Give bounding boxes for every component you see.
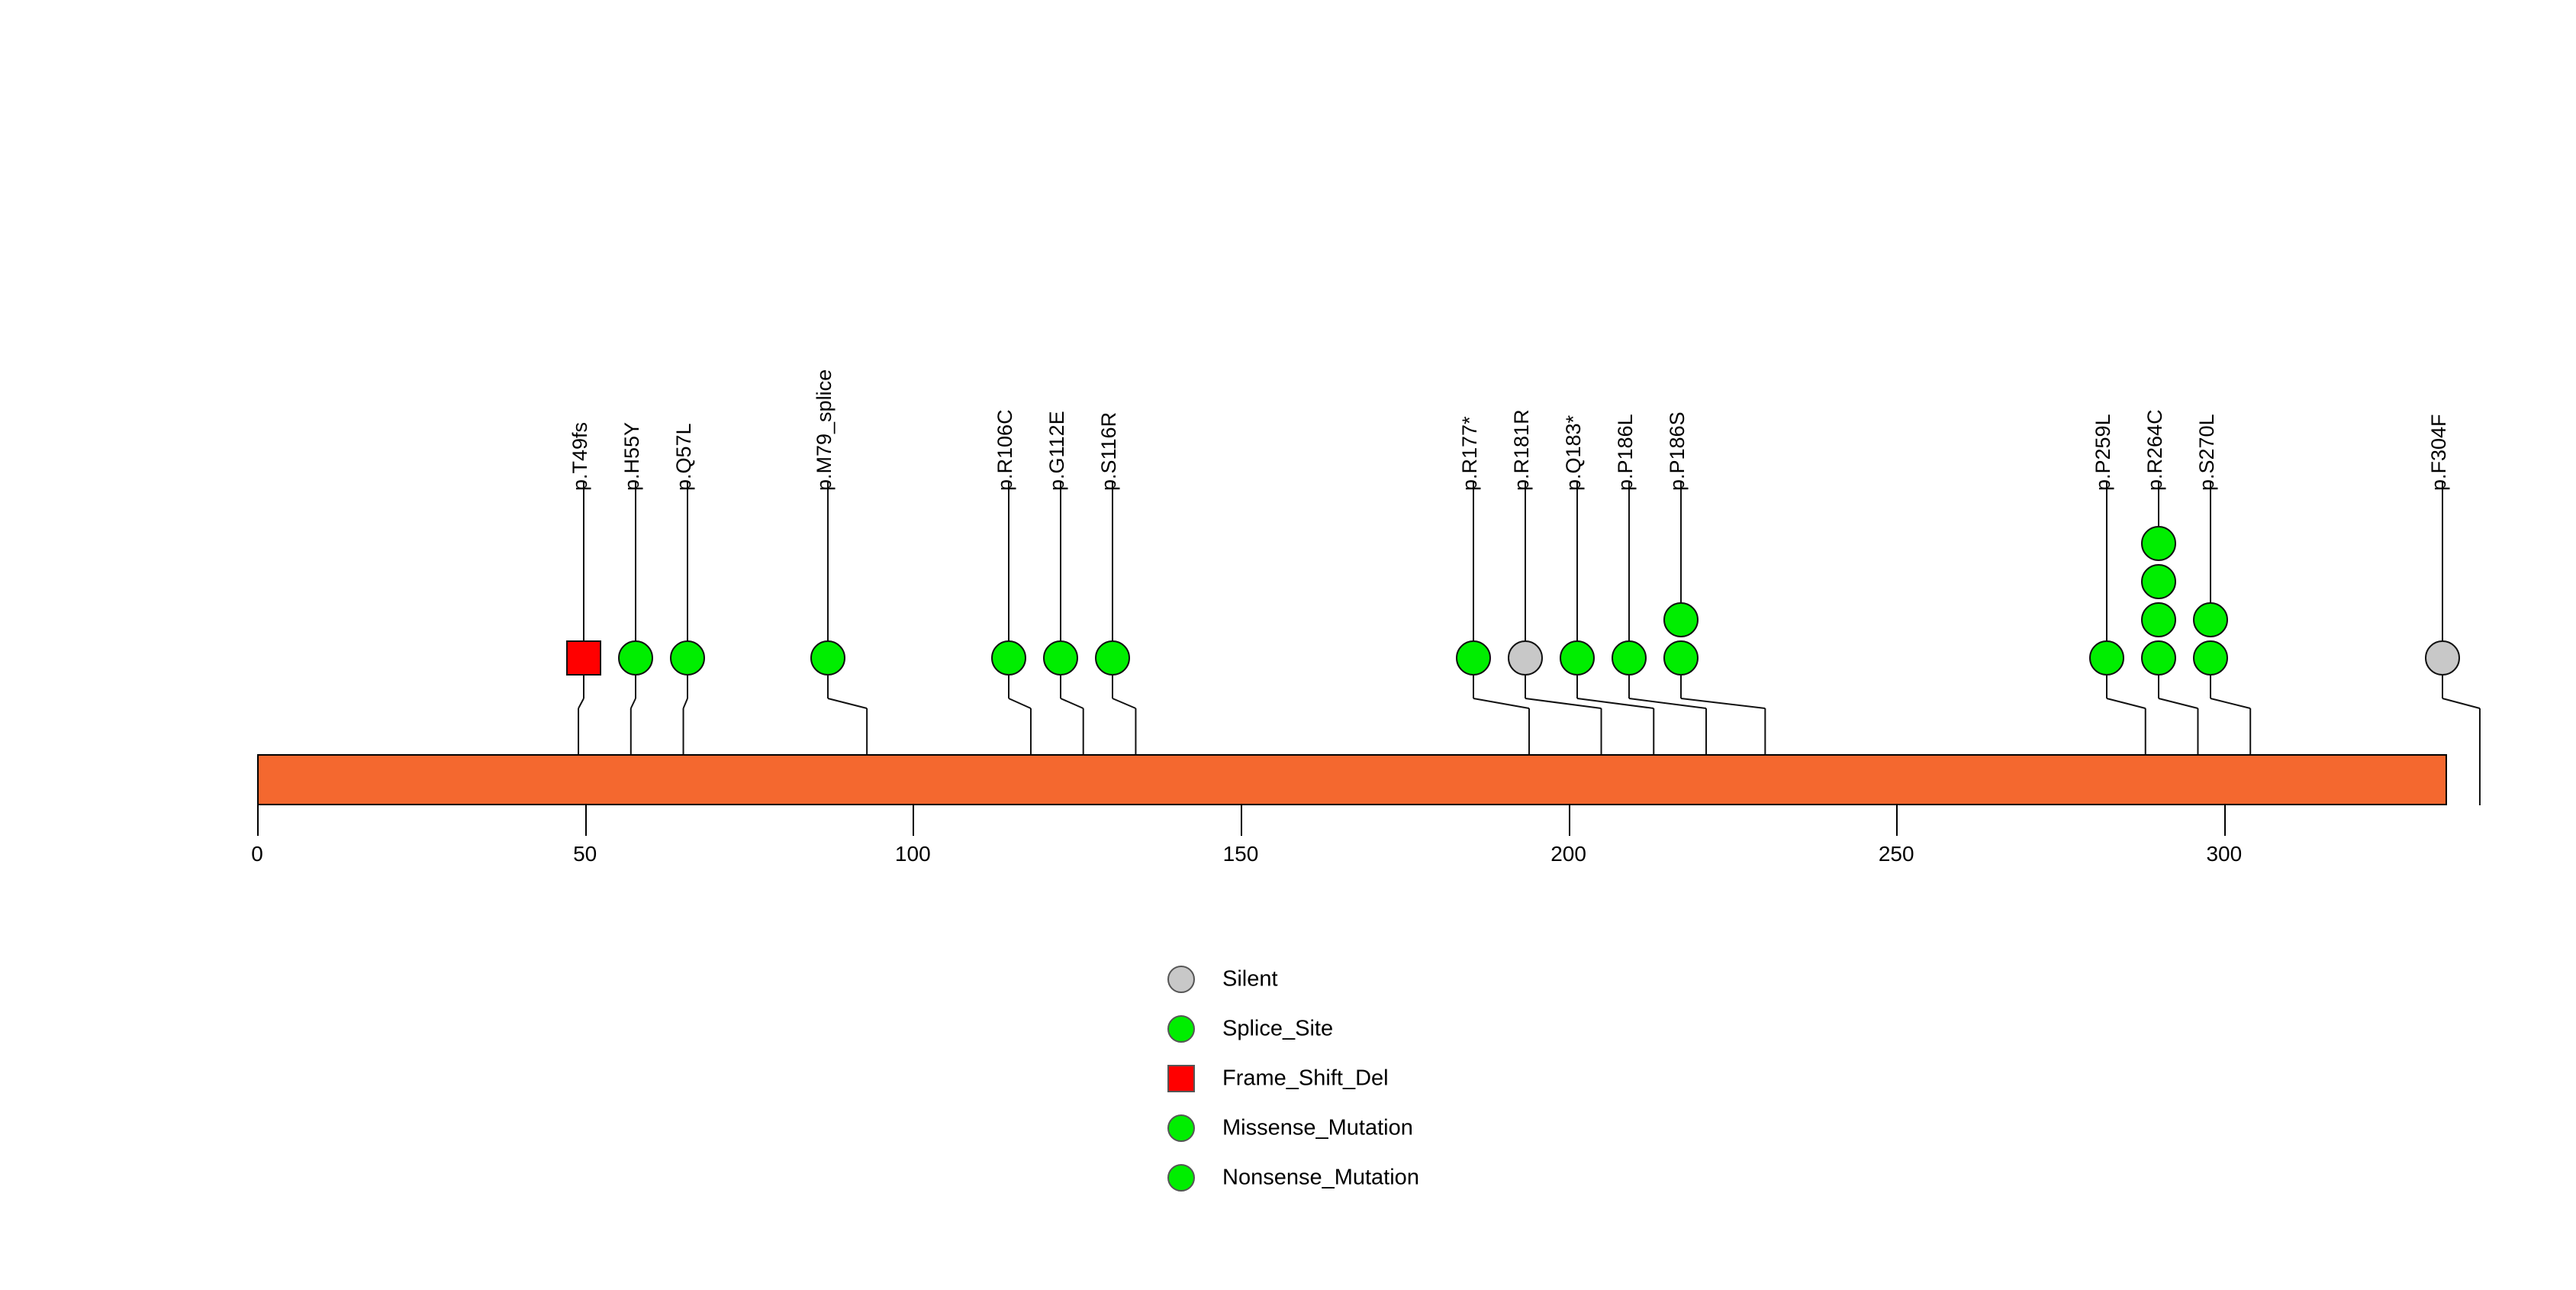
- mutation-marker[interactable]: [670, 640, 705, 676]
- mutation-marker[interactable]: [2193, 640, 2228, 676]
- axis-tick-label: 300: [2206, 842, 2243, 866]
- mutation-label: p.Q183*: [1562, 414, 1585, 491]
- legend-label: Splice_Site: [1222, 1016, 1334, 1040]
- mutation-marker[interactable]: [618, 640, 653, 676]
- axis-tick: [584, 805, 587, 836]
- mutation-label: p.H55Y: [620, 421, 643, 491]
- axis-tick-label: 250: [1878, 842, 1914, 866]
- connector-segment: [2158, 698, 2198, 709]
- axis-tick: [1568, 805, 1570, 836]
- mutation-marker[interactable]: [1043, 640, 1078, 676]
- mutation-marker[interactable]: [1095, 640, 1130, 676]
- connector-segment: [1060, 698, 1084, 709]
- mutation-marker[interactable]: [2425, 640, 2460, 676]
- mutation-marker[interactable]: [2141, 526, 2176, 561]
- connector-segment: [1680, 698, 1766, 709]
- mutation-marker[interactable]: [2141, 602, 2176, 637]
- legend-swatch-circle-icon: [1167, 1163, 1195, 1192]
- protein-backbone: [257, 754, 2447, 805]
- connector-segment: [1525, 698, 1602, 709]
- mutation-label: p.R177*: [1458, 416, 1481, 491]
- axis-tick-label: 0: [251, 842, 263, 866]
- axis-tick-label: 200: [1550, 842, 1586, 866]
- mutation-label: p.P186S: [1666, 411, 1689, 491]
- mutation-marker[interactable]: [2141, 640, 2176, 676]
- mutation-marker[interactable]: [2193, 602, 2228, 637]
- legend-label: Nonsense_Mutation: [1222, 1165, 1419, 1189]
- mutation-label: p.T49fs: [568, 421, 591, 491]
- connector-segment: [1576, 698, 1654, 709]
- mutation-marker[interactable]: [810, 640, 845, 676]
- axis-tick: [257, 805, 259, 836]
- mutation-label: p.R106C: [993, 409, 1016, 491]
- mutation-label: p.S270L: [2195, 414, 2218, 491]
- mutation-label: p.P259L: [2091, 414, 2114, 491]
- axis-tick: [913, 805, 915, 836]
- mutation-label: p.P186L: [1614, 414, 1637, 491]
- axis-tick-label: 150: [1222, 842, 1259, 866]
- mutation-label: p.S116R: [1097, 411, 1120, 491]
- mutation-label: p.Q57L: [672, 423, 695, 491]
- connector-segment: [827, 698, 868, 709]
- mutation-marker[interactable]: [991, 640, 1026, 676]
- mutation-marker[interactable]: [1612, 640, 1647, 676]
- connector-segment: [682, 698, 688, 709]
- mutation-marker[interactable]: [566, 640, 601, 676]
- mutation-marker[interactable]: [1663, 602, 1699, 637]
- mutation-label: p.R181R: [1510, 409, 1533, 491]
- legend-swatch-circle-icon: [1167, 1014, 1195, 1043]
- mutation-label: p.G112E: [1045, 411, 1068, 491]
- connector-segment: [1008, 698, 1032, 709]
- legend-label: Frame_Shift_Del: [1222, 1066, 1389, 1090]
- axis-tick: [1896, 805, 1898, 836]
- mutation-label: p.F304F: [2427, 414, 2450, 491]
- axis-tick: [2223, 805, 2226, 836]
- legend-label: Silent: [1222, 966, 1278, 991]
- legend-label: Missense_Mutation: [1222, 1115, 1413, 1140]
- connector-segment: [1628, 698, 1707, 709]
- mutation-marker[interactable]: [1663, 640, 1699, 676]
- axis-tick-label: 50: [573, 842, 597, 866]
- mutation-marker[interactable]: [1508, 640, 1543, 676]
- axis-tick: [1240, 805, 1242, 836]
- axis-tick-label: 100: [894, 842, 931, 866]
- mutation-label: p.M79_splice: [813, 369, 836, 491]
- connector-segment: [2106, 698, 2146, 709]
- mutation-label: p.R264C: [2143, 409, 2166, 491]
- mutation-marker[interactable]: [1560, 640, 1595, 676]
- connector-segment: [2442, 698, 2481, 709]
- connector-segment: [630, 698, 636, 709]
- legend-swatch-square-icon: [1167, 1064, 1195, 1092]
- legend-swatch-circle-icon: [1167, 1114, 1195, 1142]
- connector-segment: [1473, 698, 1530, 709]
- connector-segment: [2210, 698, 2251, 709]
- mutation-marker[interactable]: [2089, 640, 2124, 676]
- connector-segment: [578, 698, 584, 709]
- legend-swatch-circle-icon: [1167, 965, 1195, 993]
- connector-segment: [1112, 698, 1136, 709]
- mutation-marker[interactable]: [2141, 564, 2176, 599]
- mutation-marker[interactable]: [1456, 640, 1491, 676]
